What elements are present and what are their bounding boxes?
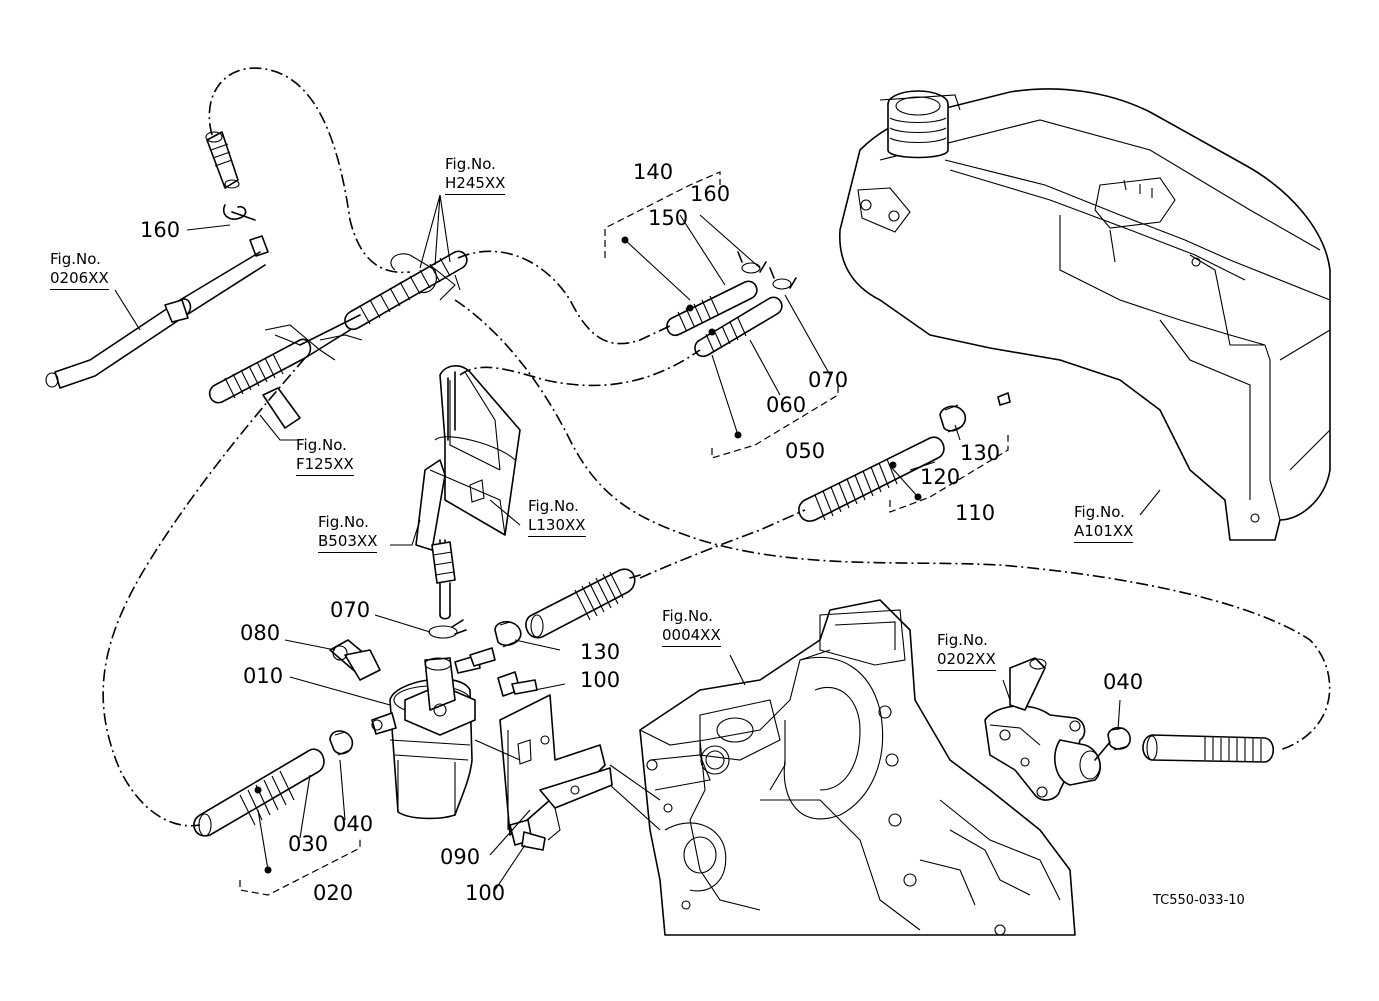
part-label-110: 110 (955, 501, 996, 525)
fig-ref-h245-code: H245XX (445, 174, 506, 195)
part-label-150: 150 (648, 206, 689, 230)
part-label-030: 030 (288, 832, 329, 856)
fig-ref-l130-prefix: Fig.No. (528, 497, 579, 515)
leader-lines (114, 194, 1161, 891)
fig-ref-b503-prefix: Fig.No. (318, 513, 369, 531)
fig-ref-b503: Fig.No. B503XX (318, 513, 378, 553)
mounting-bracket-upper (415, 365, 521, 551)
water-flange-0202 (984, 657, 1101, 801)
fig-ref-0004-code: 0004XX (662, 626, 721, 647)
part-label-090: 090 (440, 845, 481, 869)
group-brackets (239, 171, 1009, 896)
clamp-130-lower (469, 620, 522, 667)
fig-ref-l130: Fig.No. L130XX (528, 497, 586, 537)
part-label-140: 140 (633, 160, 674, 184)
part-label-100-upper: 100 (580, 668, 621, 692)
fig-ref-b503-code: B503XX (318, 532, 378, 553)
hose-050-assembly (666, 251, 797, 358)
filter-mounting-plate (499, 694, 661, 841)
fuel-filter (371, 654, 481, 820)
hose-h245-assembly (45, 131, 468, 429)
part-label-060: 060 (766, 393, 807, 417)
part-label-070-upper: 070 (808, 368, 849, 392)
fig-ref-f125-prefix: Fig.No. (296, 436, 347, 454)
fig-ref-l130-code: L130XX (528, 516, 586, 537)
fig-ref-a101: Fig.No. A101XX (1074, 503, 1134, 543)
part-label-120: 120 (920, 465, 961, 489)
fig-ref-0004-prefix: Fig.No. (662, 607, 713, 625)
part-label-080: 080 (240, 621, 281, 645)
part-label-130-lower: 130 (580, 640, 621, 664)
fig-ref-0202: Fig.No. 0202XX (937, 631, 996, 671)
part-label-160-left: 160 (140, 218, 181, 242)
clamp-070-lower (428, 619, 467, 639)
fig-ref-0206-code: 0206XX (50, 269, 109, 290)
fig-ref-a101-prefix: Fig.No. (1074, 503, 1125, 521)
part-label-130-upper: 130 (960, 441, 1001, 465)
engine-block (639, 599, 1076, 936)
fig-ref-f125: Fig.No. F125XX (296, 436, 354, 476)
part-label-020: 020 (313, 881, 354, 905)
fig-ref-0202-code: 0202XX (937, 650, 996, 671)
fuel-tank (839, 88, 1331, 541)
hose-040-right (1094, 726, 1275, 763)
fig-ref-h245: Fig.No. H245XX (445, 155, 506, 195)
hose-110-assembly (798, 404, 967, 522)
bolt-100-lower (509, 819, 546, 851)
fuel-lines (102, 67, 1331, 827)
part-label-070-lower: 070 (330, 598, 371, 622)
leader-dots (254, 236, 922, 874)
fig-ref-0004: Fig.No. 0004XX (662, 607, 721, 647)
fig-ref-f125-code: F125XX (296, 455, 354, 476)
part-label-160-right: 160 (690, 182, 731, 206)
fig-ref-0206-prefix: Fig.No. (50, 250, 101, 268)
part-label-100-lower: 100 (465, 881, 506, 905)
fig-ref-a101-code: A101XX (1074, 522, 1134, 543)
fig-ref-0202-prefix: Fig.No. (937, 631, 988, 649)
bolt-100-upper (497, 671, 538, 697)
part-label-010: 010 (243, 664, 284, 688)
fitting-080 (329, 639, 381, 681)
clamp-040-left (329, 730, 354, 756)
fig-ref-0206: Fig.No. 0206XX (50, 250, 109, 290)
fig-ref-h245-prefix: Fig.No. (445, 155, 496, 173)
part-label-040-left: 040 (333, 812, 374, 836)
drawing-code: TC550-033-10 (1153, 893, 1245, 908)
hose-to-engine (525, 568, 641, 639)
part-label-040-right: 040 (1103, 670, 1144, 694)
part-label-050: 050 (785, 439, 826, 463)
